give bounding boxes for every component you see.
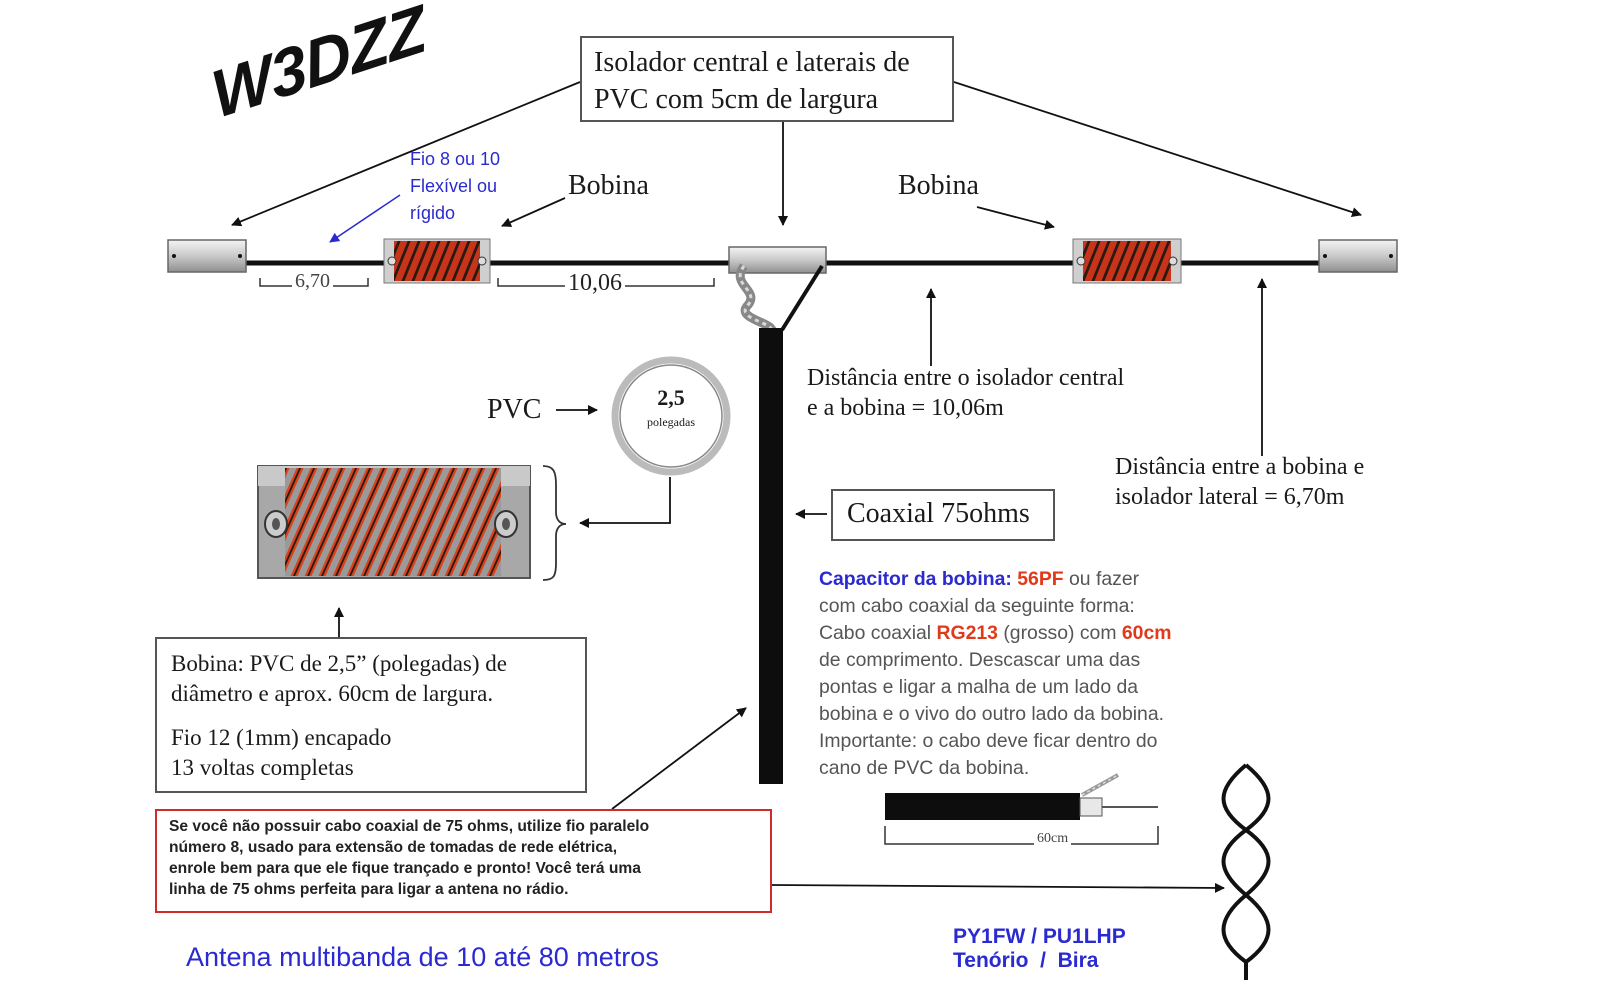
capacitor-text-8: Importante: o cabo deve ficar dentro do: [819, 730, 1158, 752]
distance-center-line-2: e a bobina = 10,06m: [807, 395, 1004, 421]
insulator-left: [167, 239, 247, 273]
pvc-diameter: 2,5 polegadas: [615, 386, 727, 434]
coax-feedline: [759, 328, 783, 784]
capacitor-length: 60cm: [1121, 622, 1172, 644]
capacitor-text-3: Cabo coaxial: [819, 622, 937, 644]
warning-line-2: número 8, usado para extensão de tomadas…: [169, 839, 618, 856]
capacitor-text-4: (grosso) com: [997, 622, 1122, 644]
capacitor-value: 56PF: [1017, 568, 1064, 590]
pvc-label: PVC: [487, 394, 542, 425]
capacitor-text-5: de comprimento. Descascar uma das: [819, 649, 1141, 671]
coil-label-right: Bobina: [898, 170, 979, 201]
authors-line-2: Tenório / Bira: [953, 949, 1099, 972]
capacitor-text-1: ou fazer: [1063, 568, 1140, 590]
distance-lateral-line-2: isolador lateral = 6,70m: [1115, 484, 1345, 510]
twisted-pair-line: [1221, 763, 1271, 980]
pvc-diameter-unit: polegadas: [647, 415, 695, 429]
authors-line-1: PY1FW / PU1LHP: [953, 925, 1126, 948]
insulator-note-line-1: Isolador central e laterais de: [594, 47, 910, 78]
pvc-diameter-value: 2,5: [657, 385, 685, 410]
authors: PY1FW / PU1LHP Tenório / Bira: [953, 925, 1126, 973]
center-insulator: [728, 246, 827, 333]
coil-spec-line-3: Fio 12 (1mm) encapado: [171, 725, 392, 750]
capacitor-text-2: com cabo coaxial da seguinte forma:: [819, 595, 1135, 617]
capacitor-text-6: pontas e ligar a malha de um lado da: [819, 676, 1139, 698]
warning-line-4: linha de 75 ohms perfeita para ligar a a…: [169, 881, 569, 898]
coil-detail: [257, 465, 531, 579]
coil-spec-box: Bobina: PVC de 2,5” (polegadas) de diâme…: [155, 637, 587, 793]
coil-left: [383, 238, 491, 284]
warning-line-3: enrole bem para que ele fique trançado e…: [169, 860, 641, 877]
distance-center-note: Distância entre o isolador central e a b…: [807, 363, 1124, 423]
coil-spec-line-4: 13 voltas completas: [171, 755, 354, 780]
segment-outer-label: 6,70: [292, 270, 333, 293]
footer-caption: Antena multibanda de 10 até 80 metros: [186, 942, 659, 972]
pvc-pipe-section: [611, 356, 731, 476]
capacitor-title: Capacitor da bobina:: [819, 568, 1012, 590]
cable-length-label: 60cm: [1034, 831, 1072, 847]
wire-note-line-2: Flexível ou: [410, 176, 498, 196]
capacitor-cable: RG213: [936, 622, 998, 644]
coil-spec-line-1: Bobina: PVC de 2,5” (polegadas) de: [171, 651, 507, 676]
coil-spec-line-2: diâmetro e aprox. 60cm de largura.: [171, 681, 494, 706]
warning-box: Se você não possuir cabo coaxial de 75 o…: [155, 809, 772, 913]
capacitor-text-9: cano de PVC da bobina.: [819, 757, 1030, 779]
coil-label-left: Bobina: [568, 170, 649, 201]
coil-right: [1072, 238, 1182, 284]
insulator-note-box: Isolador central e laterais de PVC com 5…: [580, 36, 954, 122]
distance-lateral-note: Distância entre a bobina e isolador late…: [1115, 452, 1364, 512]
distance-center-line-1: Distância entre o isolador central: [807, 365, 1125, 391]
insulator-right: [1318, 239, 1398, 273]
segment-inner-label: 10,06: [565, 270, 625, 297]
warning-line-1: Se você não possuir cabo coaxial de 75 o…: [169, 818, 650, 835]
capacitor-note: Capacitor da bobina: 56PF ou fazer com c…: [819, 566, 1259, 782]
insulator-note-line-2: PVC com 5cm de largura: [594, 84, 879, 115]
distance-lateral-line-1: Distância entre a bobina e: [1115, 454, 1365, 480]
wire-note-line-1: Fio 8 ou 10: [410, 149, 501, 169]
wire-note: Fio 8 ou 10 Flexível ou rígido: [410, 146, 500, 227]
capacitor-text-7: bobina e o vivo do outro lado da bobina.: [819, 703, 1164, 725]
coax-label-box: Coaxial 75ohms: [831, 489, 1055, 541]
wire-note-line-3: rígido: [410, 203, 456, 223]
coax-cable-sample: [884, 773, 1159, 845]
